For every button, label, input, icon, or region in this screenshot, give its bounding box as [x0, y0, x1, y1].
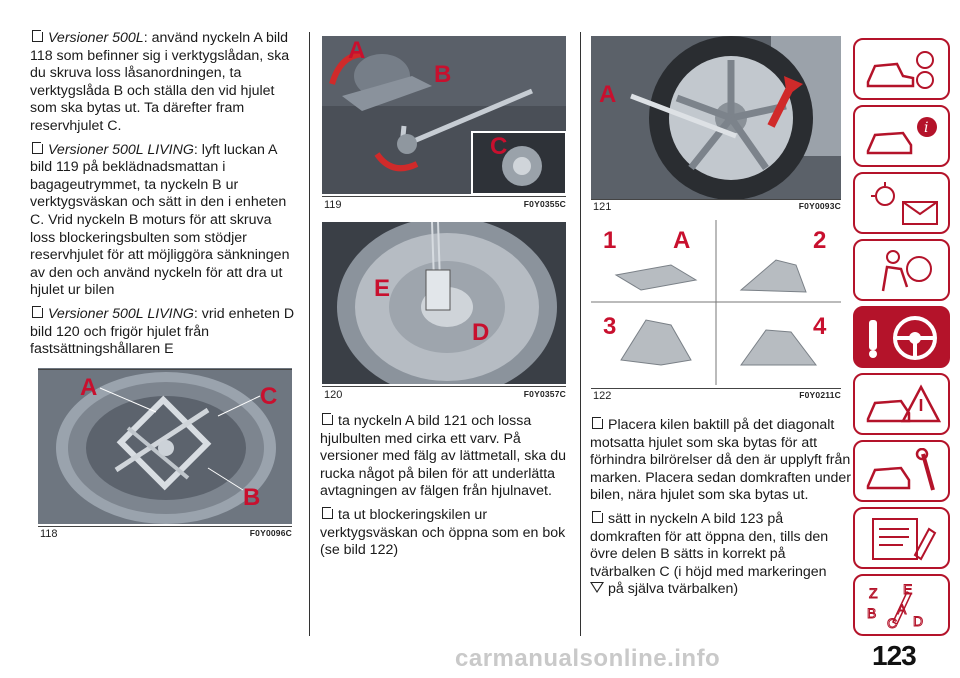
airbag-seat-icon: [881, 250, 932, 292]
callout-label-4: 4: [813, 313, 827, 340]
callout-label-c: C: [260, 383, 277, 410]
paragraph: Versioner 500L LIVING: lyft luckan A bil…: [30, 139, 290, 299]
paragraph: Versioner 500L: använd nyckeln A bild 11…: [30, 28, 290, 134]
key-steering-wheel-icon: [869, 316, 937, 360]
watermark: carmanualsonline.info: [455, 645, 721, 672]
lights-message-icon: [871, 182, 938, 225]
callout-label-3: 3: [603, 313, 616, 340]
caption-rule: [322, 196, 566, 197]
checklist-icon: [872, 518, 937, 561]
caption-rule: [591, 388, 841, 389]
sidebar-item-lights[interactable]: [853, 172, 950, 234]
figure-code: F0Y0096C: [249, 528, 292, 538]
paragraph: ta nyckeln A bild 121 och lossa hjulbult…: [320, 411, 567, 500]
paragraph: Versioner 500L LIVING: vrid enheten D bi…: [30, 303, 295, 358]
column-divider: [580, 32, 581, 636]
bullet-icon: [322, 504, 335, 519]
bullet-icon: [322, 411, 335, 425]
paragraph: Placera kilen baktill på det diagonalt m…: [590, 415, 852, 504]
figure-121-image: A: [591, 36, 841, 199]
figure-119-image: A B C: [322, 36, 566, 194]
page-number: 123: [872, 640, 917, 671]
figure-number: 120: [324, 389, 343, 401]
figure-code: F0Y0357C: [523, 389, 566, 399]
car-wrench-icon: [866, 448, 935, 491]
sidebar-item-dashboard[interactable]: [853, 38, 950, 100]
caption-rule: [322, 386, 566, 387]
figure-119-caption: 119 F0Y0355C: [324, 199, 566, 213]
figure-top-rule: [38, 369, 292, 370]
car-info-icon: i: [866, 117, 937, 155]
bullet-icon: [592, 508, 605, 523]
paragraph: ta ut blockeringskilen ur verktygsväskan…: [320, 504, 566, 559]
bullet-icon: [32, 303, 45, 318]
figure-code: F0Y0355C: [523, 199, 566, 209]
svg-text:B: B: [867, 605, 876, 621]
caption-rule: [38, 526, 292, 527]
figure-code: F0Y0093C: [798, 201, 841, 211]
figure-number: 122: [593, 390, 612, 402]
svg-text:E: E: [903, 582, 912, 597]
column-3: Placera kilen baktill på det diagonalt m…: [590, 415, 852, 605]
callout-label-a: A: [348, 37, 365, 64]
svg-text:i: i: [924, 120, 928, 136]
svg-text:D: D: [913, 613, 923, 629]
figure-118-image: A C B: [38, 368, 292, 524]
figure-number: 118: [40, 528, 58, 540]
figure-number: 119: [324, 199, 342, 211]
callout-label-1: 1: [603, 227, 616, 254]
figure-120-image: E D: [322, 222, 566, 384]
sidebar-item-maintenance[interactable]: [853, 440, 950, 502]
figure-121-caption: 121 F0Y0093C: [593, 201, 841, 215]
figure-number: 121: [593, 201, 612, 213]
bullet-icon: [32, 28, 45, 42]
sidebar-item-warning[interactable]: [853, 373, 950, 435]
callout-label-a: A: [673, 227, 690, 254]
callout-label-c: C: [490, 133, 507, 160]
callout-label-a: A: [599, 81, 616, 108]
sidebar-item-safety[interactable]: [853, 239, 950, 301]
figure-122-caption: 122 F0Y0211C: [593, 390, 841, 404]
bullet-icon: [592, 415, 605, 429]
callout-label-b: B: [434, 61, 451, 88]
figure-120-caption: 120 F0Y0357C: [324, 389, 566, 403]
callout-label-2: 2: [813, 227, 826, 254]
warning-road-icon: [866, 384, 942, 423]
figure-code: F0Y0211C: [799, 390, 841, 400]
paragraph: sätt in nyckeln A bild 123 på domkraften…: [590, 508, 829, 598]
column-1: Versioner 500L: använd nyckeln A bild 11…: [30, 28, 298, 365]
sidebar-item-specs[interactable]: [853, 507, 950, 569]
callout-label-a: A: [80, 374, 97, 401]
svg-text:A: A: [897, 601, 907, 617]
sidebar-item-info[interactable]: i: [853, 105, 950, 167]
column-2: ta nyckeln A bild 121 och lossa hjulbult…: [320, 411, 576, 566]
callout-label-e: E: [374, 275, 390, 302]
figure-118-caption: 118 F0Y0096C: [40, 528, 292, 542]
sidebar-item-emergency[interactable]: [853, 306, 950, 368]
caption-rule: [591, 199, 841, 200]
marking-triangle-icon: [590, 582, 604, 594]
callout-label-d: D: [472, 319, 489, 346]
callout-label-b: B: [243, 484, 260, 511]
bullet-icon: [32, 139, 45, 154]
svg-text:Z: Z: [869, 585, 878, 601]
figure-122-image: 1 A 2 3 4: [591, 220, 841, 385]
car-dashboard-icon: [866, 51, 934, 89]
column-divider: [309, 32, 310, 636]
